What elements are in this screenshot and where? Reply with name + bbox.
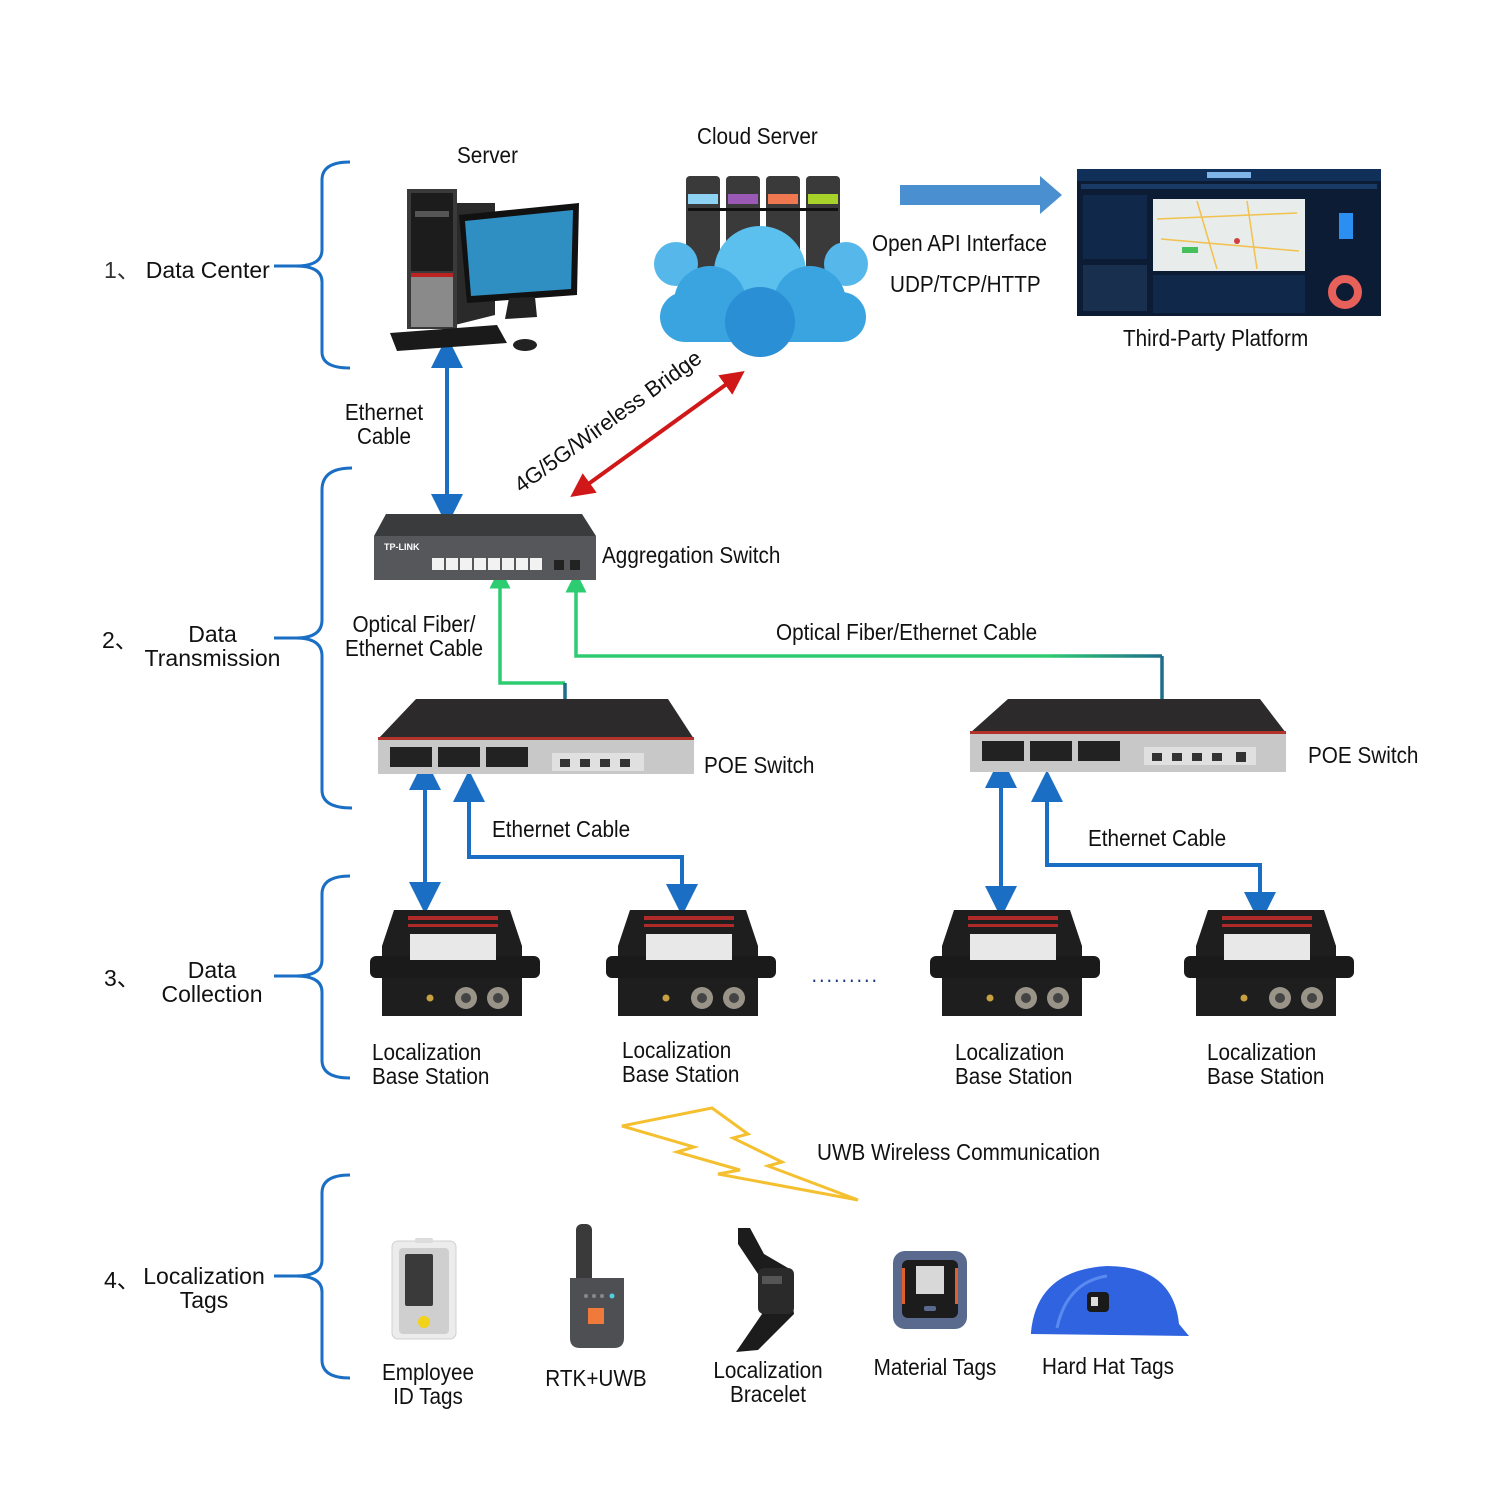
fiber-label-right: Optical Fiber/Ethernet Cable bbox=[776, 619, 1038, 645]
ethernet-cable-label-top: Ethernet Cable bbox=[339, 400, 429, 448]
rtk-uwb-tag-icon bbox=[570, 1224, 624, 1348]
api-arrow bbox=[900, 176, 1062, 214]
tp-link-brand: TP-LINK bbox=[384, 542, 420, 552]
server-label: Server bbox=[457, 142, 518, 168]
tag-label: Material Tags bbox=[854, 1355, 1016, 1379]
tag-label-line: Material Tags bbox=[873, 1354, 997, 1380]
fiber-label-left: Optical Fiber/ Ethernet Cable bbox=[342, 612, 486, 660]
base-station-label-line: Localization bbox=[622, 1037, 732, 1063]
localization-bracelet-icon bbox=[736, 1228, 794, 1352]
ethernet-link-poe1-bs2 bbox=[453, 770, 698, 916]
api-protocols-label: UDP/TCP/HTTP bbox=[890, 271, 1041, 297]
base-station-label-line: Base Station bbox=[955, 1063, 1073, 1089]
base-station-label-line: Localization bbox=[1207, 1039, 1317, 1065]
section-number-4: 4、 bbox=[104, 1267, 140, 1293]
base-station-label-line: Base Station bbox=[372, 1063, 490, 1089]
section-title-line: Data bbox=[188, 621, 237, 647]
wireless-bridge-link bbox=[570, 370, 745, 498]
link-label-line: Optical Fiber/ bbox=[352, 611, 476, 637]
uwb-lightning-icon bbox=[621, 1106, 859, 1202]
more-base-stations-ellipsis: ········· bbox=[811, 967, 879, 992]
link-label-line: Ethernet bbox=[344, 399, 424, 425]
section-title-line: Tags bbox=[179, 1287, 229, 1313]
section-title-line: Collection bbox=[161, 981, 263, 1007]
cloud-server-icon bbox=[654, 176, 868, 357]
section-title-line: Localization bbox=[143, 1263, 265, 1289]
base-station-label-line: Localization bbox=[955, 1039, 1065, 1065]
third-party-platform-label: Third-Party Platform bbox=[1123, 325, 1309, 351]
section-label-localization-tags: Localization Tags bbox=[136, 1264, 272, 1312]
material-tag-icon bbox=[893, 1251, 967, 1329]
section-bracket-1 bbox=[274, 160, 351, 370]
tag-label-line: Bracelet bbox=[730, 1381, 806, 1407]
section-bracket-2 bbox=[274, 466, 353, 810]
tag-label-line: Employee bbox=[381, 1359, 475, 1385]
tag-label-line: ID Tags bbox=[393, 1383, 463, 1409]
tag-label: Hard Hat Tags bbox=[1027, 1354, 1189, 1378]
section-bracket-4 bbox=[274, 1173, 351, 1380]
third-party-platform-dashboard[interactable] bbox=[1077, 169, 1381, 316]
api-interface-label: Open API Interface bbox=[872, 230, 1047, 256]
base-station-icon bbox=[606, 910, 776, 1016]
server-computer-icon bbox=[390, 189, 579, 351]
base-station-icon bbox=[1184, 910, 1354, 1016]
section-title: Data Center bbox=[145, 257, 270, 283]
uwb-label: UWB Wireless Communication bbox=[817, 1139, 1100, 1165]
tag-label-line: Hard Hat Tags bbox=[1042, 1353, 1174, 1379]
section-title-line: Data bbox=[187, 957, 237, 983]
poe-switch-right-label: POE Switch bbox=[1308, 742, 1419, 768]
base-station-label-line: Base Station bbox=[622, 1061, 740, 1087]
base-station-icon bbox=[930, 910, 1100, 1016]
tag-label: RTK+UWB bbox=[515, 1366, 677, 1390]
ethernet-link-poe2-bs4 bbox=[1031, 770, 1276, 924]
base-station-label-line: Localization bbox=[372, 1039, 482, 1065]
tag-label-line: Localization bbox=[713, 1357, 823, 1383]
aggregation-switch-label: Aggregation Switch bbox=[602, 542, 781, 568]
link-label-line: Ethernet Cable bbox=[344, 635, 484, 661]
link-label-line: Cable bbox=[356, 423, 412, 449]
ethernet-cable-label-left: Ethernet Cable bbox=[492, 816, 631, 842]
section-label-data-center: 1、Data Center bbox=[104, 258, 270, 282]
tag-label-line: RTK+UWB bbox=[545, 1365, 647, 1391]
section-number-2: 2、 bbox=[102, 627, 138, 653]
poe-switch-right-icon bbox=[970, 699, 1286, 772]
employee-id-tag-icon bbox=[391, 1238, 457, 1340]
section-title-line: Transmission bbox=[144, 645, 281, 671]
section-label-data-transmission: Data Transmission bbox=[140, 622, 285, 670]
section-number: 1、 bbox=[104, 257, 140, 283]
section-bracket-3 bbox=[274, 874, 351, 1080]
poe-switch-left-icon bbox=[378, 699, 694, 774]
section-number-3: 3、 bbox=[104, 965, 140, 991]
ethernet-cable-label-right: Ethernet Cable bbox=[1088, 825, 1227, 851]
hard-hat-tag-icon bbox=[1031, 1266, 1189, 1336]
base-station-icon bbox=[370, 910, 540, 1016]
cloud-server-label: Cloud Server bbox=[697, 123, 818, 149]
cloud-shape bbox=[654, 226, 868, 357]
base-station-label-line: Base Station bbox=[1207, 1063, 1325, 1089]
section-label-data-collection: Data Collection bbox=[152, 958, 272, 1006]
aggregation-switch-icon: TP-LINK bbox=[374, 514, 596, 580]
poe-switch-left-label: POE Switch bbox=[704, 752, 815, 778]
